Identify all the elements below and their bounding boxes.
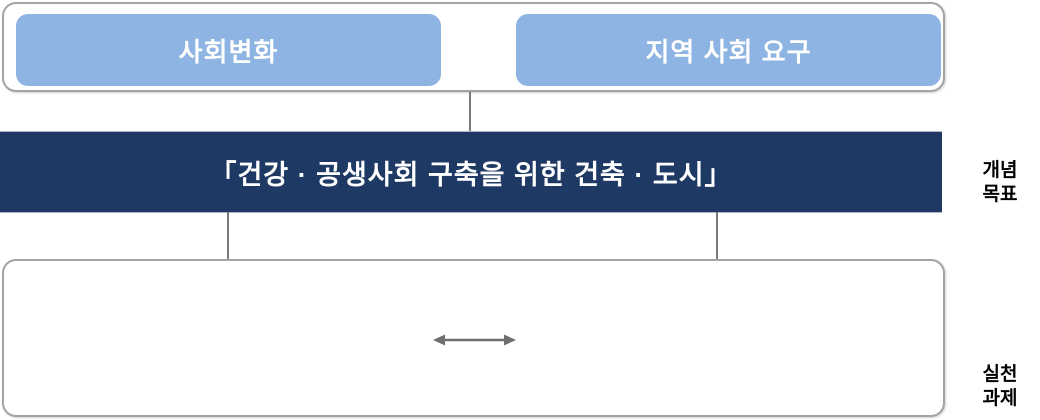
tasks-group-container: 지속가능건축 (Sustainable Architecture) 사용자 중심… <box>2 259 945 417</box>
side-label-practice-line1: 실천 <box>982 364 1018 385</box>
community-needs-box: 지역 사회 요구 <box>516 14 941 86</box>
social-change-label: 사회변화 <box>178 36 279 67</box>
social-change-box: 사회변화 <box>16 14 441 86</box>
connector-bottom-right-vertical <box>716 212 718 260</box>
concept-goal-title: 「건강 · 공생사회 구축을 위한 건축 · 도시」 <box>209 159 733 190</box>
inputs-group-container: 사회변화 지역 사회 요구 <box>2 2 945 92</box>
concept-goal-bar: 「건강 · 공생사회 구축을 위한 건축 · 도시」 <box>0 131 942 213</box>
side-label-concept-line2: 목표 <box>982 184 1018 205</box>
bidirectional-arrow-icon <box>433 332 516 348</box>
connector-bottom-left-vertical <box>227 212 229 260</box>
connector-top-vertical <box>469 92 471 132</box>
side-label-concept-line1: 개념 <box>982 160 1018 181</box>
side-label-concept-goal: 개념 목표 <box>960 159 1040 207</box>
side-label-practice-task: 실천 과제 <box>960 363 1040 411</box>
community-needs-label: 지역 사회 요구 <box>645 36 812 67</box>
side-label-practice-line2: 과제 <box>982 388 1018 409</box>
